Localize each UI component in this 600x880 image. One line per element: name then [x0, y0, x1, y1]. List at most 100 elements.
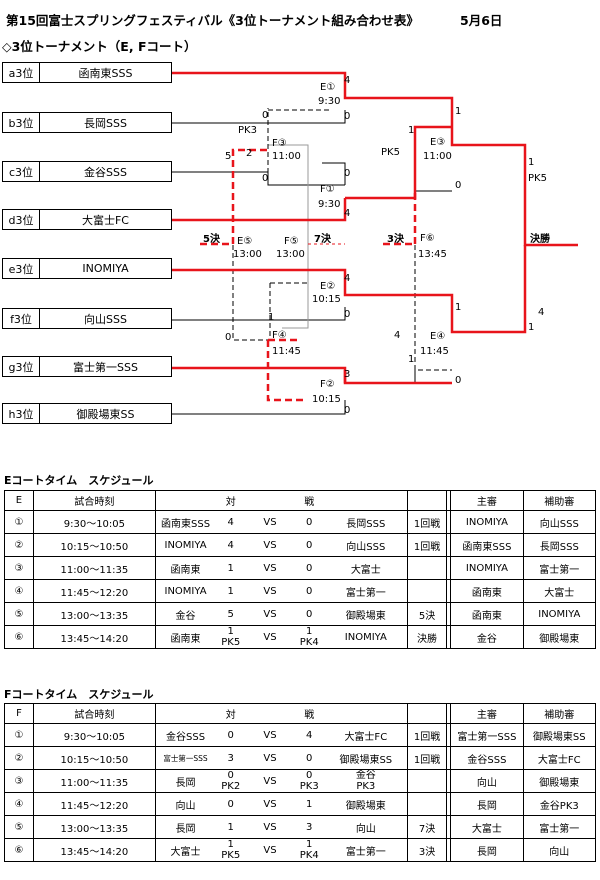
- match-number: ⑤: [4, 815, 34, 839]
- home-team: 富士第一SSS: [154, 746, 216, 770]
- match-pk: PK3: [238, 125, 257, 136]
- seed-slot: b3位: [3, 113, 40, 132]
- match-id: F①: [320, 184, 335, 195]
- match-number: ②: [4, 533, 34, 557]
- away-score: 4: [293, 723, 325, 747]
- e-schedule-heading: Eコートタイム スケジュール: [4, 474, 154, 487]
- match-time: 9:30: [318, 96, 340, 107]
- home-score: 1: [215, 815, 247, 839]
- event-date: 5月6日: [460, 13, 503, 28]
- match-score: 0: [455, 180, 461, 191]
- assistant-referee: 富士第一: [522, 556, 597, 580]
- match-id: E①: [320, 82, 335, 93]
- match-time: 9:30: [318, 199, 340, 210]
- match-id: E④: [430, 331, 445, 342]
- match-score: 4: [394, 330, 400, 341]
- match-time: 9:30～10:05: [32, 723, 156, 747]
- match-time: 13:45: [418, 249, 447, 260]
- versus: VS: [246, 792, 294, 816]
- seed-slot: a3位: [3, 63, 40, 82]
- match-score: 4: [538, 307, 544, 318]
- match-id: E③: [430, 137, 445, 148]
- match-time: 11:45～12:20: [32, 579, 156, 603]
- match-score: 0: [344, 405, 350, 416]
- assistant-referee: 御殿場東SS: [522, 723, 597, 747]
- header-cell: 対: [215, 703, 247, 724]
- versus: VS: [246, 556, 294, 580]
- home-team: 長岡: [154, 815, 216, 839]
- seed-slot: f3位: [3, 309, 40, 328]
- seed-team: 金谷SSS: [84, 165, 127, 179]
- away-score: 0: [293, 746, 325, 770]
- home-team: 函南東: [154, 556, 216, 580]
- match-number: ④: [4, 792, 34, 816]
- match-number: ②: [4, 746, 34, 770]
- assistant-referee: 向山SSS: [522, 510, 597, 534]
- home-team: INOMIYA: [154, 533, 216, 557]
- header-cell: 主審: [450, 490, 524, 511]
- match-score: 4: [344, 208, 350, 219]
- referee: 函南東: [450, 579, 524, 603]
- match-time: 13:45～14:20: [32, 625, 156, 649]
- away-team: 富士第一: [324, 579, 408, 603]
- match-score: 0: [262, 110, 268, 121]
- away-score: 0: [293, 579, 325, 603]
- match-id: F⑥: [420, 233, 435, 244]
- versus: VS: [246, 746, 294, 770]
- referee: INOMIYA: [450, 510, 524, 534]
- match-number: ③: [4, 769, 34, 793]
- referee: 金谷SSS: [450, 746, 524, 770]
- round-label: [406, 556, 448, 580]
- seed-team: 函南東SSS: [78, 66, 133, 80]
- away-score: 0: [293, 533, 325, 557]
- away-score: 0: [293, 510, 325, 534]
- match-id: F②: [320, 379, 335, 390]
- away-team: 向山SSS: [324, 533, 408, 557]
- away-team: 長岡SSS: [324, 510, 408, 534]
- match-number: ⑤: [4, 602, 34, 626]
- assistant-referee: 大富士FC: [522, 746, 597, 770]
- match-score: 0: [344, 111, 350, 122]
- header-cell: 主審: [450, 703, 524, 724]
- match-time: 11:45: [420, 346, 449, 357]
- match-score: 0: [344, 168, 350, 179]
- versus: VS: [246, 815, 294, 839]
- round-label: 1回戦: [406, 510, 448, 534]
- fifth-place-label: 5決: [203, 232, 221, 245]
- referee: 富士第一SSS: [450, 723, 524, 747]
- match-time: 13:00～13:35: [32, 815, 156, 839]
- match-time: 11:00～11:35: [32, 556, 156, 580]
- match-score: 2: [246, 148, 252, 159]
- match-time: 9:30～10:05: [32, 510, 156, 534]
- header-cell: 対: [215, 490, 247, 511]
- match-pk: PK5: [381, 147, 400, 158]
- versus: VS: [246, 625, 294, 649]
- round-label: 1回戦: [406, 533, 448, 557]
- seed-team: INOMIYA: [82, 262, 129, 275]
- away-score: 0: [293, 602, 325, 626]
- away-team: 御殿場東SS: [324, 746, 408, 770]
- match-score: 4: [344, 273, 350, 284]
- match-score: 1: [268, 312, 274, 323]
- round-label: 5決: [406, 602, 448, 626]
- round-label: 3決: [406, 838, 448, 862]
- match-score: 0: [262, 173, 268, 184]
- home-team: 函南東: [154, 625, 216, 649]
- round-label: 7決: [406, 815, 448, 839]
- assistant-referee: 大富士: [522, 579, 597, 603]
- header-cell: [154, 703, 216, 724]
- away-score: 3: [293, 815, 325, 839]
- match-id: F④: [272, 330, 287, 341]
- seed-slot: g3位: [3, 357, 40, 376]
